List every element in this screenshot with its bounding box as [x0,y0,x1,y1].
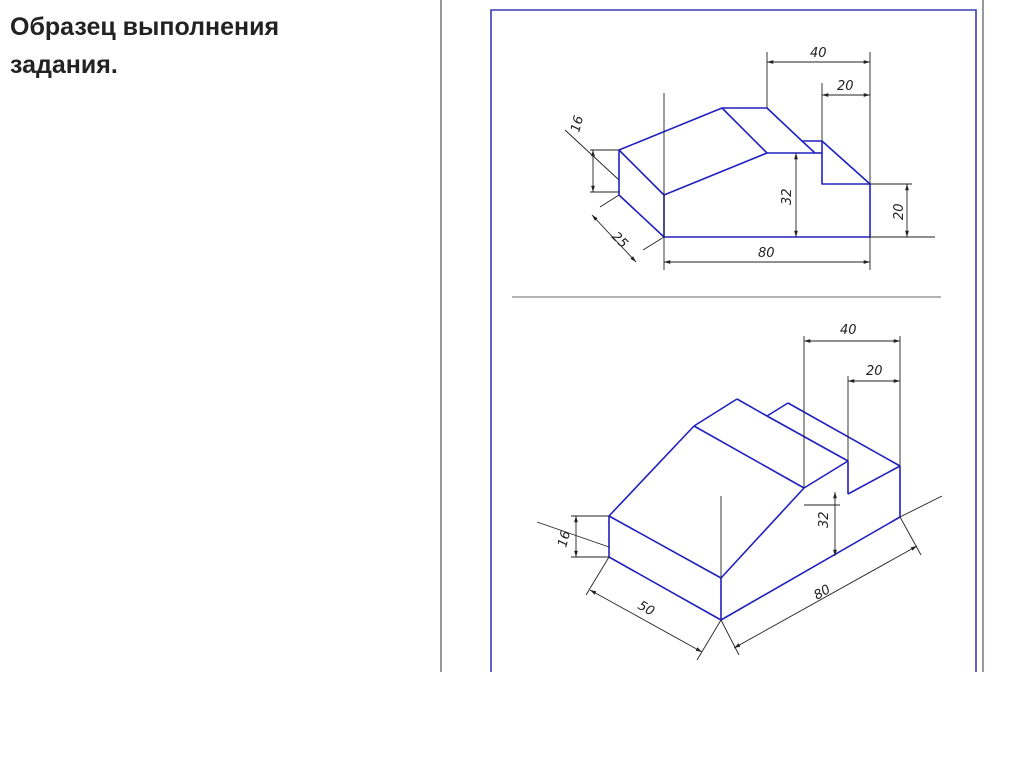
top-dim-40: 40 [810,46,827,61]
slide-title-line-2: задания. [10,51,118,79]
drawing-frame [490,9,977,672]
top-part-outline [618,107,871,238]
bottom-dim-20-step: 20 [866,364,883,379]
bottom-dimension-lines [574,339,918,653]
bottom-construction-lines [536,336,943,661]
top-dim-80: 80 [758,246,775,261]
slide-title-line-1: Образец выполнения [10,13,280,41]
top-dim-25: 25 [608,229,630,251]
bottom-isometric-view: 40 20 16 32 50 80 [536,323,943,661]
bottom-dim-32: 32 [817,511,832,528]
top-dim-32: 32 [780,188,795,205]
bottom-dim-40: 40 [840,323,857,338]
top-isometric-view: 40 20 16 32 20 25 80 [564,46,935,270]
bottom-dim-50: 50 [635,598,657,619]
bottom-dim-16: 16 [555,529,574,549]
top-dim-20-right: 20 [892,203,907,220]
top-dimension-lines [591,60,909,264]
bottom-dim-80: 80 [812,582,834,603]
slide-title: Образец выполнения задания. [10,8,370,84]
top-construction-lines [564,52,935,270]
top-dim-20-step: 20 [837,79,854,94]
top-dim-16: 16 [568,114,587,134]
sheet-frame [440,0,984,672]
bottom-part-outline [608,398,901,621]
